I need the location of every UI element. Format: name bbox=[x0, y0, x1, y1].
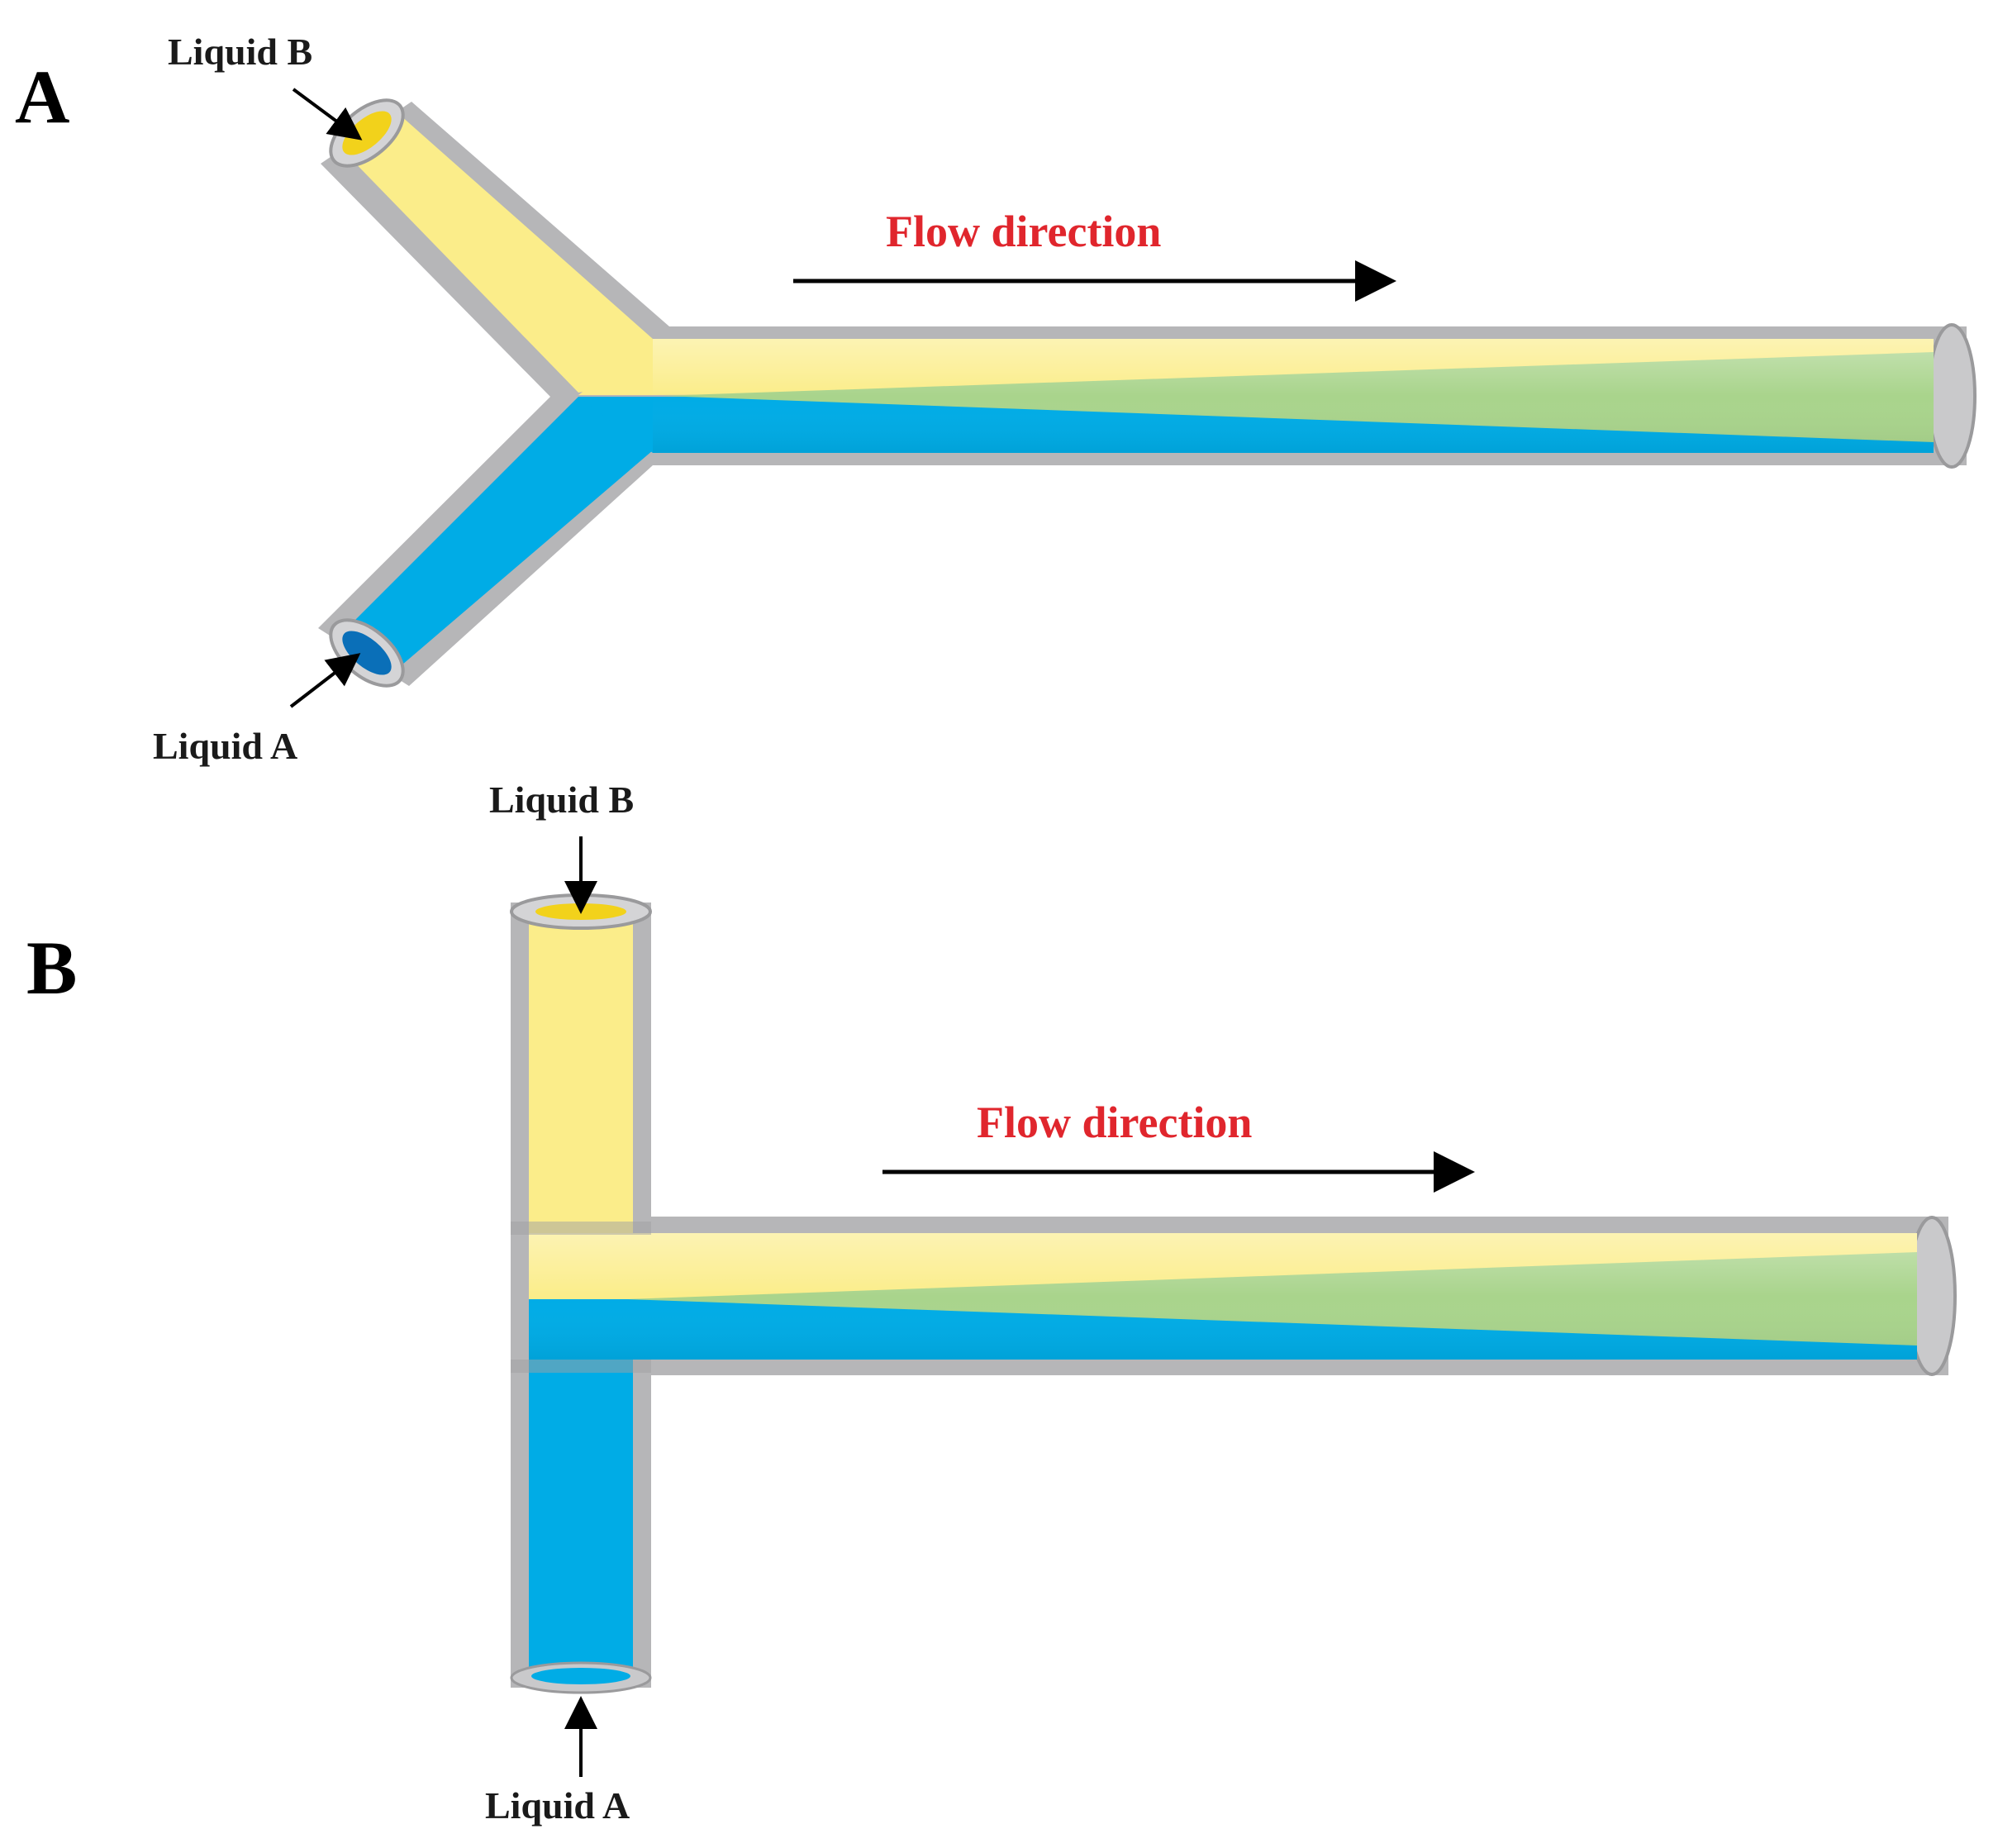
panel-b-liquid-b-label: Liquid B bbox=[489, 779, 634, 821]
panel-a-liquid-b-channel bbox=[343, 116, 653, 393]
panel-a-liquid-b-label: Liquid B bbox=[168, 31, 312, 73]
panel-b-junction-shadow bbox=[511, 1222, 651, 1235]
panel-a-liquid-b-inlet-fill bbox=[342, 111, 392, 155]
panel-a-liquid-a-inlet-fill bbox=[342, 631, 392, 675]
panel-b-liquid-a-inlet-fill bbox=[531, 1668, 630, 1684]
panel-b-flow-label: Flow direction bbox=[977, 1098, 1252, 1147]
panel-b-tube-gloss bbox=[529, 1233, 1917, 1360]
panel-b-junction-shadow-lower bbox=[511, 1360, 651, 1373]
panel-a-liquid-a-label: Liquid A bbox=[153, 725, 297, 767]
panel-a-liquid-a-arrow bbox=[289, 653, 361, 708]
panel-b-liquid-a-label: Liquid A bbox=[485, 1784, 630, 1827]
panel-b: B Liquid B Liquid A Flow direction bbox=[26, 779, 1957, 1827]
panel-a-liquid-a-channel bbox=[339, 397, 653, 669]
panel-a-letter: A bbox=[15, 55, 69, 139]
panel-a-tube-gloss bbox=[653, 339, 1934, 453]
panel-b-letter: B bbox=[26, 926, 77, 1010]
panel-a-outlet-rim bbox=[1927, 323, 1977, 469]
panel-a-liquid-b-arrow bbox=[292, 88, 363, 141]
panel-a: A Liquid B Liquid A Flow direction bbox=[15, 31, 1977, 767]
panel-a-flow-label: Flow direction bbox=[886, 207, 1161, 256]
